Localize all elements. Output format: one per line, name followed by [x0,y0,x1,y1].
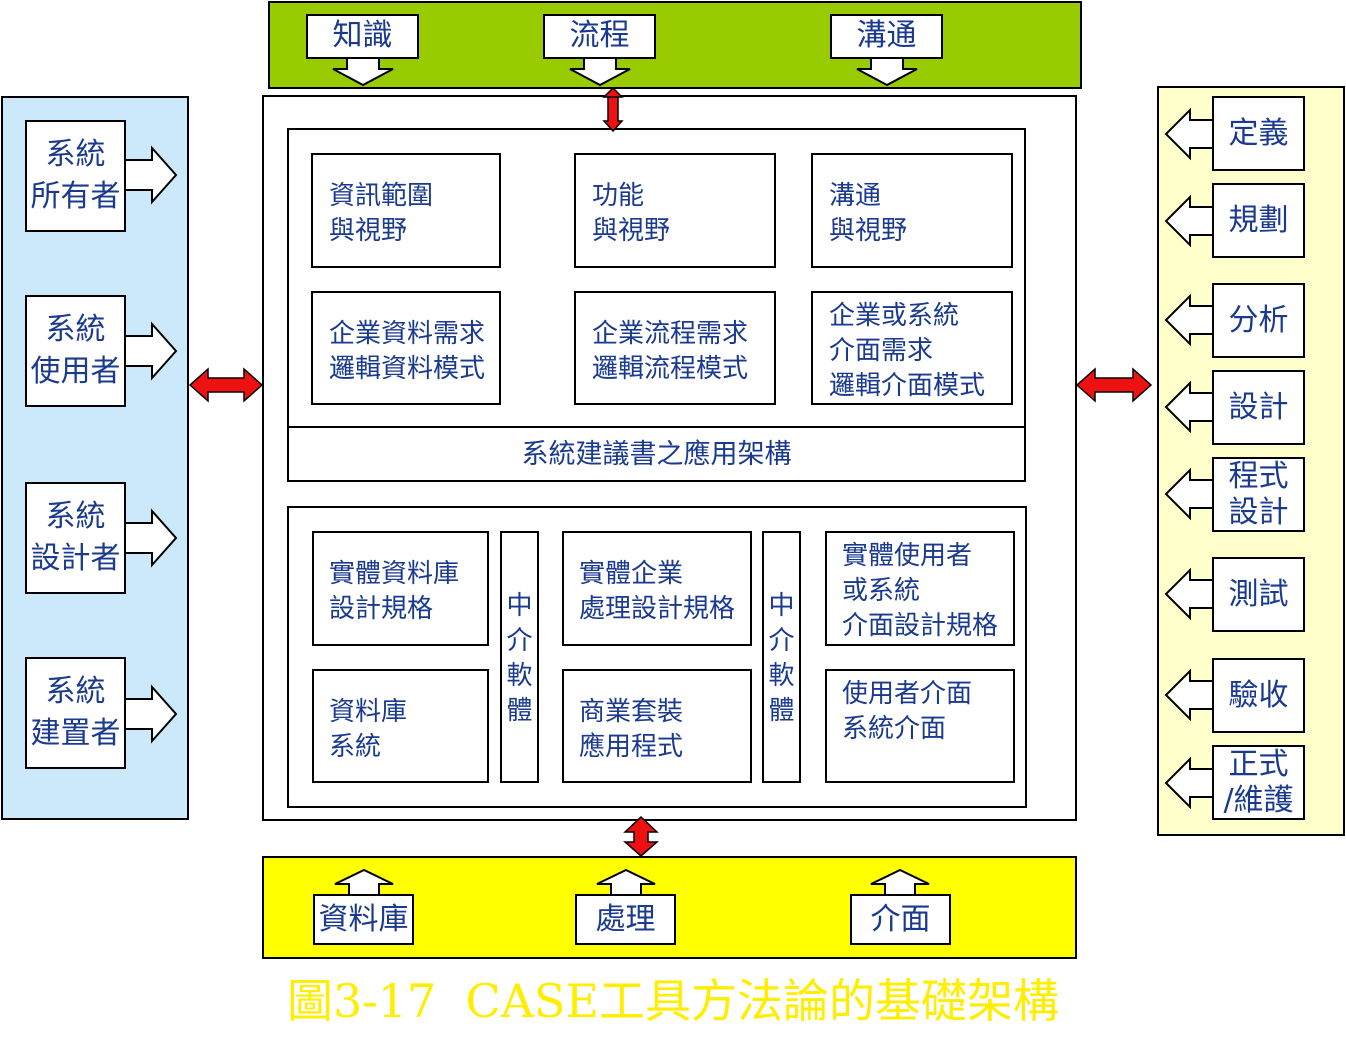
right-arrow-icon [119,145,178,744]
double-arrow-icon [188,367,264,403]
left-arrow-icon [1164,107,1215,810]
middleware-column-2: 中 介 軟 體 [762,531,801,783]
phase-testing: 測試 [1212,557,1305,632]
upper-box-communication-scope: 溝通 與視野 [811,153,1013,268]
role-system-builder: 系統 建置者 [25,657,126,769]
down-arrow-icon [569,56,631,87]
upper-box-logical-data: 企業資料需求 邏輯資料模式 [311,291,501,405]
lower-box-database-system: 資料庫 系統 [312,669,489,783]
figure-caption: 圖3-17 CASE工具方法論的基礎架構 [286,974,1060,1028]
upper-box-function-scope: 功能 與視野 [574,153,776,268]
role-system-user: 系統 使用者 [25,295,126,407]
upper-box-information-scope: 資訊範圍 與視野 [311,153,501,268]
double-arrow-icon [1075,367,1153,403]
middleware-column-1: 中 介 軟 體 [500,531,539,783]
double-arrow-icon [623,815,659,857]
bottom-output-database: 資料庫 [313,894,414,945]
phase-planning: 規劃 [1212,183,1305,258]
phase-arrows [1164,107,1215,810]
top-input-knowledge: 知識 [306,14,419,59]
bottom-output-process: 處理 [575,894,676,945]
upper-box-logical-process: 企業流程需求 邏輯流程模式 [574,291,776,405]
top-input-communication: 溝通 [830,14,943,59]
down-arrow-icon [332,56,394,87]
phase-acceptance: 驗收 [1212,658,1305,733]
lower-box-ui-system-interface: 使用者介面 系統介面 [825,669,1015,783]
lower-box-physical-database: 實體資料庫 設計規格 [312,531,489,646]
double-arrow-icon [602,86,624,133]
phase-programming: 程式 設計 [1212,457,1305,532]
top-arrows [332,56,918,87]
phase-design: 設計 [1212,370,1305,445]
down-arrow-icon [856,56,918,87]
top-input-process: 流程 [543,14,656,59]
role-system-owner: 系統 所有者 [25,120,126,232]
lower-box-packaged-application: 商業套裝 應用程式 [562,669,752,783]
lower-box-physical-interface: 實體使用者 或系統 介面設計規格 [825,531,1015,646]
phase-production-maintenance: 正式 /維護 [1212,745,1305,820]
upper-architecture-caption: 系統建議書之應用架構 [287,426,1026,482]
role-system-designer: 系統 設計者 [25,482,126,594]
role-arrows [119,145,178,744]
bottom-output-interface: 介面 [850,894,951,945]
lower-box-physical-process: 實體企業 處理設計規格 [562,531,752,646]
phase-definition: 定義 [1212,96,1305,171]
phase-analysis: 分析 [1212,283,1305,358]
upper-box-logical-interface: 企業或系統 介面需求 邏輯介面模式 [811,291,1013,405]
